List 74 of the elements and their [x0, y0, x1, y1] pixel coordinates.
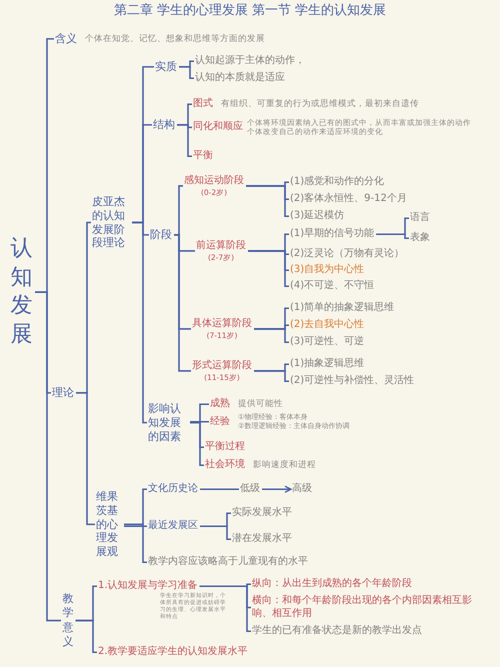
definition-text: 影响速度和进程 — [253, 460, 316, 471]
topic-text: (1)早期的信号功能 — [290, 228, 374, 240]
topic-text: 最近发展区 — [148, 520, 198, 532]
topic-text: 成熟 — [210, 398, 230, 410]
topic-text: 认知的本质就是适应 — [195, 72, 285, 84]
bracket-line — [254, 328, 289, 344]
topic-text: (1)感觉和动作的分化 — [290, 176, 384, 188]
topic-text: 低级 — [240, 483, 260, 496]
topic-text: 具体运算阶段 — [192, 318, 252, 330]
topic-text: 感知运动阶段 — [184, 175, 244, 188]
topic-text: 影响认知发展的因素 — [148, 402, 188, 444]
bracket-line — [190, 422, 204, 466]
arrow — [262, 486, 292, 493]
topic-text: (2)客体永恒性、9-12个月 — [290, 193, 407, 206]
topic-text: 皮亚杰的认知发展阶段理论 — [92, 195, 130, 250]
bracket-line — [179, 66, 194, 80]
topic-text: 结构 — [153, 118, 175, 132]
topic-text: (3)自我为中心性 — [290, 264, 364, 276]
topic-text: 教学内容应该略高于儿童现有的水平 — [148, 556, 308, 568]
topic-text: (2)去自我中心性 — [290, 319, 364, 332]
topic-text: (2)泛灵论（万物有灵论） — [290, 248, 404, 260]
bracket-line — [190, 420, 209, 423]
topic-text: 高级 — [292, 483, 312, 496]
topic-text: 横向：和每个年龄阶段出现的各个内部因素相互影响、相互作用 — [252, 595, 487, 620]
topic-text: 同化和顺应 — [193, 121, 243, 134]
bracket-line — [124, 525, 147, 528]
topic-text: 图式 — [193, 98, 213, 110]
bracket-line — [35, 291, 61, 622]
bracket-line — [248, 250, 289, 288]
topic-text: 认知起源于主体的动作， — [195, 55, 305, 68]
topic-text: (1)抽象逻辑思维 — [290, 358, 364, 370]
topic-text: 形式运算阶段 — [192, 360, 252, 372]
topic-text: 阶段 — [150, 228, 172, 242]
page-title: 第二章 学生的心理发展 第一节 学生的认知发展 — [112, 2, 388, 19]
bracket-line — [76, 620, 97, 654]
bracket-line — [177, 124, 192, 158]
topic-text: (4)不可逆、不守恒 — [290, 280, 374, 292]
topic-text: (3)延迟模仿 — [290, 210, 344, 222]
bracket-line — [200, 488, 239, 490]
topic-text: 实质 — [155, 60, 177, 74]
bracket-line — [124, 524, 147, 564]
bracket-line — [200, 525, 231, 540]
topic-title: 教学意义 — [62, 592, 74, 650]
topic-text: 1.认知发展与学习准备 — [98, 580, 198, 592]
topic-text: 学生的已有准备状态是新的教学出发点 — [252, 625, 422, 638]
topic-title: 认知发展 — [10, 235, 34, 350]
topic-text: 表象 — [410, 232, 430, 244]
topic-text: (3)可逆性、可逆 — [290, 336, 364, 348]
topic-text: 理论 — [52, 386, 74, 400]
bracket-line — [132, 222, 147, 424]
definition-text: 有组织、可重复的行为或思维模式，最初来自遗传 — [221, 98, 419, 110]
bracket-line — [200, 585, 251, 632]
bracket-line — [254, 370, 289, 382]
topic-text: 2.教学要适应学生的认知发展水平 — [98, 646, 248, 658]
topic-text: 平衡过程 — [205, 441, 245, 454]
topic-text: 文化历史论 — [148, 483, 198, 496]
topic-text: 含义 — [55, 32, 77, 46]
topic-text: 维果茨基的心理发展观 — [96, 490, 122, 559]
topic-text: (2)可逆性与补偿性、灵活性 — [290, 375, 414, 388]
topic-text: 语言 — [410, 212, 430, 224]
topic-text: 潜在发展水平 — [232, 533, 292, 546]
bracket-line — [376, 233, 409, 240]
topic-text: 经验 — [210, 416, 230, 428]
topic-text: 实际发展水平 — [232, 507, 292, 520]
bracket-line — [76, 392, 95, 526]
topic-text: (1)简单的抽象逻辑思维 — [290, 302, 394, 314]
topic-text: 纵向：从出生到成熟的各个年龄阶段 — [252, 578, 412, 590]
bracket-line — [246, 185, 289, 218]
topic-text: 前运算阶段 — [196, 240, 246, 252]
topic-text: 平衡 — [193, 150, 213, 162]
topic-text: 社会环境 — [205, 459, 245, 472]
definition-text: 个体在知觉、记忆、想象和思维等方面的发展 — [85, 34, 265, 44]
definition-text: 提供可能性 — [238, 398, 283, 410]
bracket-line — [174, 234, 191, 372]
